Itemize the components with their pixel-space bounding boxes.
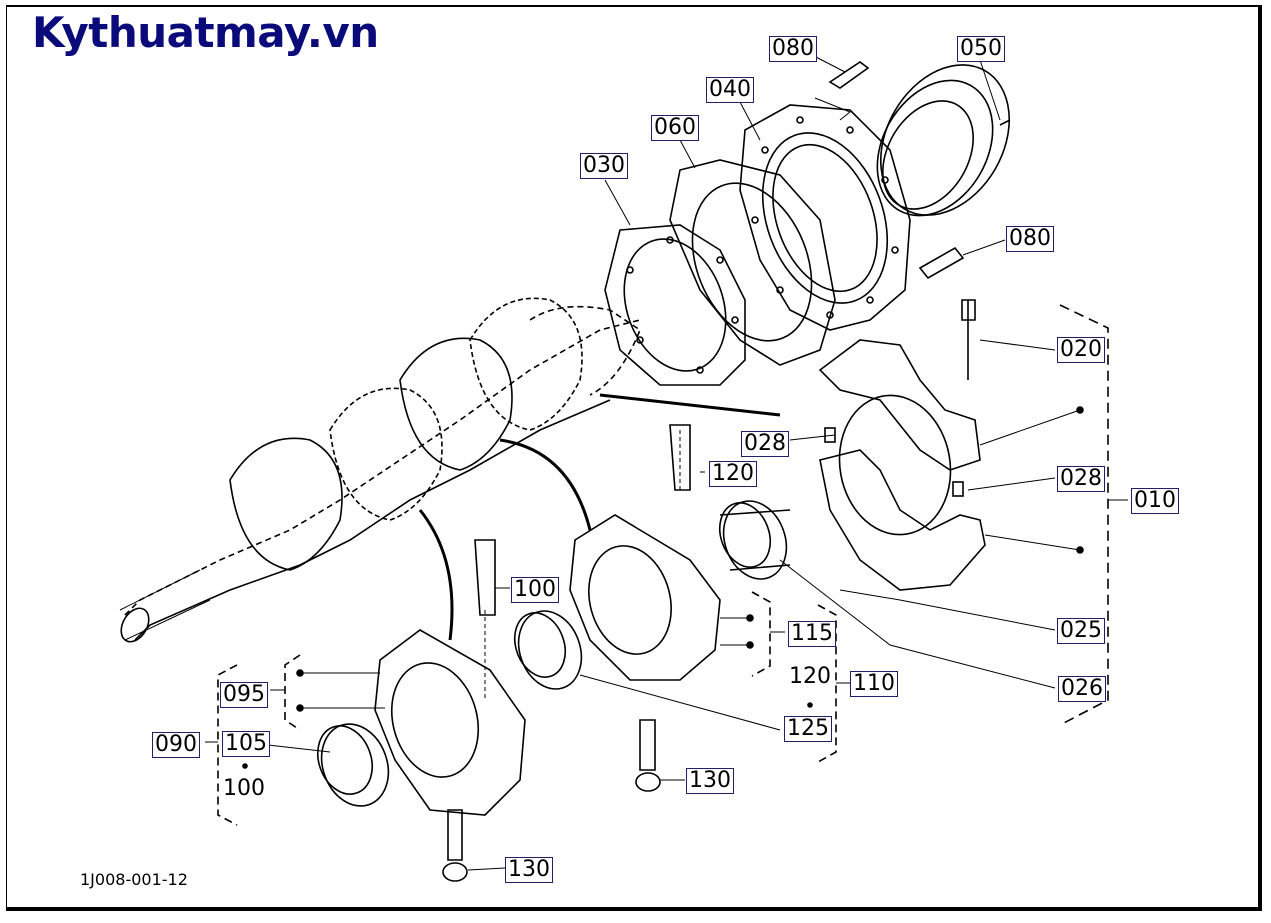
bearing-case-090 — [296, 539, 526, 816]
callout-090[interactable]: 090 — [152, 732, 200, 758]
callout-060[interactable]: 060 — [651, 115, 699, 141]
group-member-100: 100 — [223, 776, 265, 801]
group-dot-090 — [242, 763, 248, 769]
callout-120-bolt[interactable]: 120 — [709, 461, 757, 487]
callout-025[interactable]: 025 — [1057, 618, 1105, 644]
gasket-030 — [604, 224, 746, 386]
callout-130-mid[interactable]: 130 — [686, 768, 734, 794]
gasket-060 — [669, 159, 836, 366]
callout-095[interactable]: 095 — [220, 682, 268, 708]
group-member-120: 120 — [789, 664, 831, 689]
callout-010[interactable]: 010 — [1131, 488, 1179, 514]
callout-020[interactable]: 020 — [1057, 337, 1105, 363]
callout-100-bolt[interactable]: 100 — [511, 577, 559, 603]
housing-040 — [739, 104, 911, 331]
bolt-130-mid — [635, 719, 685, 792]
callout-115[interactable]: 115 — [788, 621, 836, 647]
callout-105[interactable]: 105 — [222, 731, 270, 757]
callout-110[interactable]: 110 — [850, 671, 898, 697]
bolt-080-top — [811, 54, 870, 121]
bracket-010 — [1059, 304, 1109, 726]
figure-number: 1J008-001-12 — [80, 870, 188, 889]
callout-040[interactable]: 040 — [706, 77, 754, 103]
site-brand: Kythuatmay.vn — [32, 8, 379, 57]
bolt-130-bottom — [442, 809, 506, 882]
crankshaft — [119, 297, 781, 643]
bolt-080-mid — [918, 239, 1006, 280]
callout-028-left[interactable]: 028 — [741, 431, 789, 457]
bushing-125 — [513, 610, 583, 690]
callout-125[interactable]: 125 — [784, 716, 832, 742]
bushing-105 — [316, 723, 390, 807]
callout-026[interactable]: 026 — [1058, 676, 1106, 702]
callout-080-top[interactable]: 080 — [769, 36, 817, 62]
drawing-frame — [6, 5, 1262, 911]
group-dot-110 — [807, 702, 813, 708]
bearing-case-010 — [789, 299, 1084, 591]
bushing-025 — [718, 500, 791, 580]
oil-seal-050 — [876, 64, 1011, 217]
bearing-case-110 — [569, 424, 754, 681]
callout-130-bottom[interactable]: 130 — [505, 857, 553, 883]
callout-030[interactable]: 030 — [580, 153, 628, 179]
callout-050[interactable]: 050 — [957, 36, 1005, 62]
callout-028-right[interactable]: 028 — [1057, 466, 1105, 492]
callout-080-mid[interactable]: 080 — [1006, 226, 1054, 252]
